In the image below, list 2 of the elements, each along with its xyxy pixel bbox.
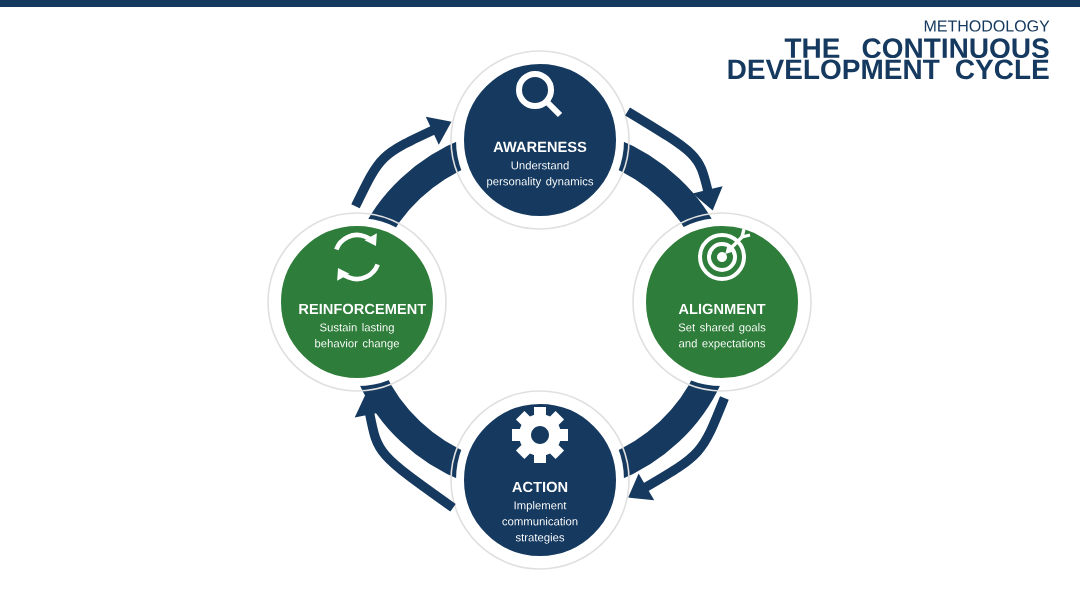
title: THE CONTINUOUS DEVELOPMENT CYCLE bbox=[728, 38, 1049, 80]
subtitle: METHODOLOGY bbox=[924, 20, 1050, 32]
